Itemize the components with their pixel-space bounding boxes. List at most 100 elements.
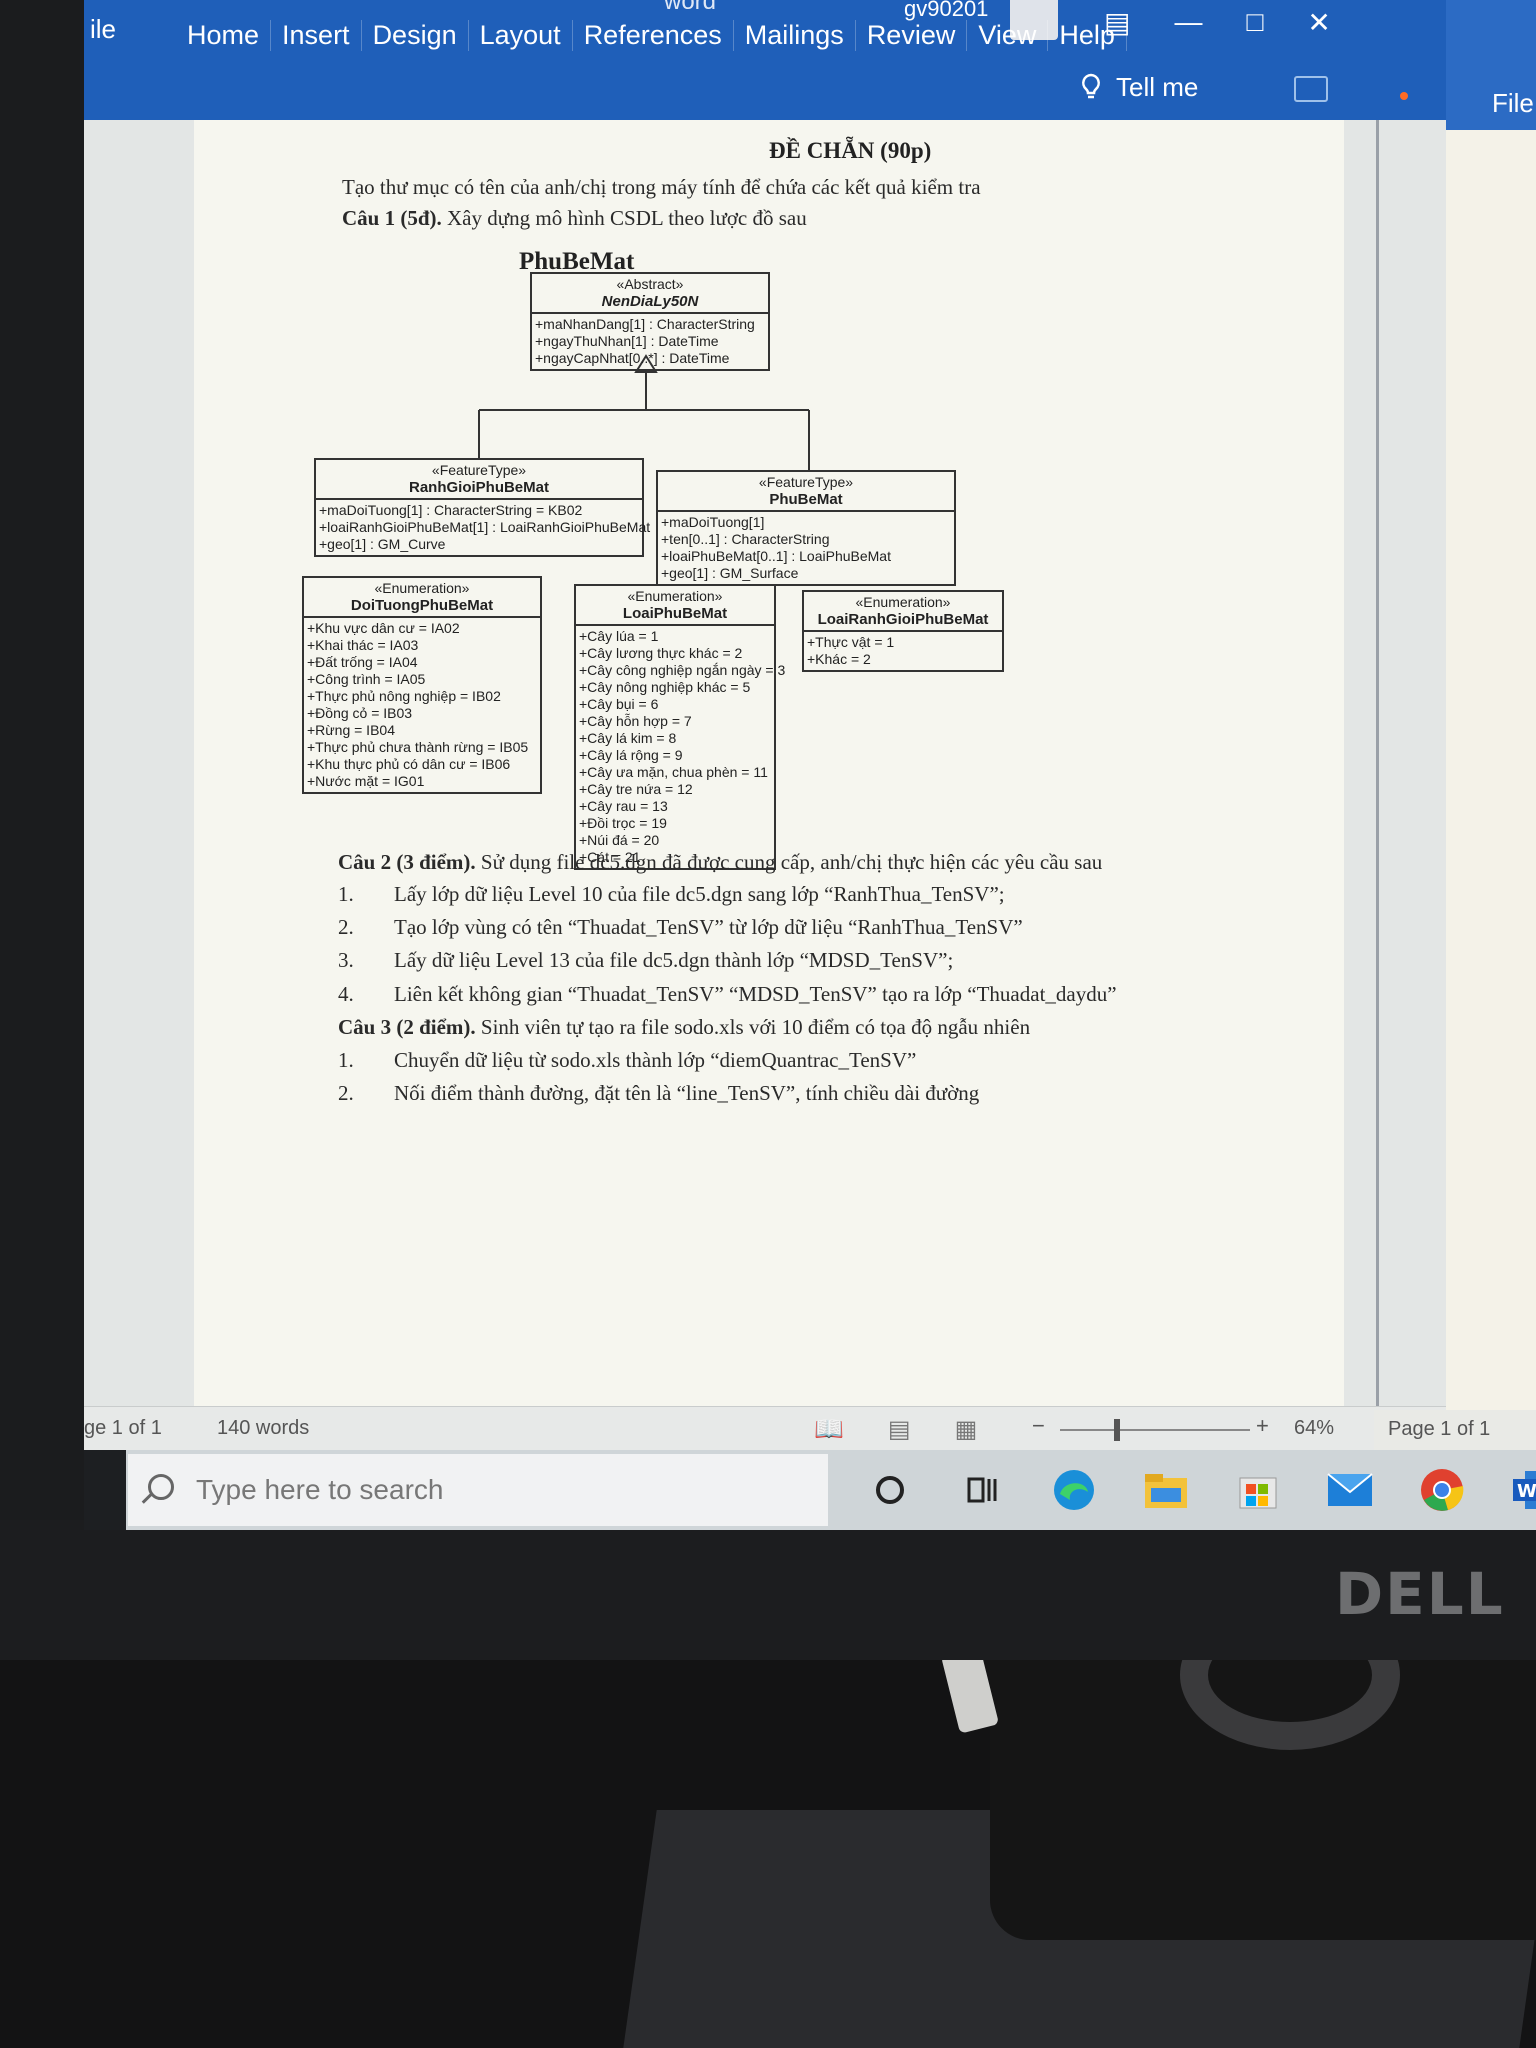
class-name: LoaiPhuBeMat [622,605,728,622]
enum-value: +Thực phủ nông nghiệp = IB02 [307,688,501,704]
start-button[interactable] [84,1450,126,1530]
file-explorer-icon[interactable] [1120,1450,1212,1530]
attribute: +geo[1] : GM_Curve [319,536,446,552]
screen: ile word gv90201 Home Insert Design Layo… [84,0,1536,1530]
monitor-bezel-left [0,0,90,1640]
zoom-slider[interactable] [1060,1429,1250,1431]
second-window-ribbon [1446,0,1536,130]
enum-value: +Cây lá kim = 8 [579,730,677,746]
second-window-page-count: Page 1 of 1 [1374,1410,1536,1450]
class-name: PhuBeMat [769,491,843,508]
list-text: Lấy dữ liệu Level 13 của file dc5.dgn th… [394,948,954,972]
comment-icon[interactable] [1294,76,1328,102]
enum-value: +Đồng cỏ = IB03 [307,705,413,721]
edge-icon[interactable] [1028,1450,1120,1530]
list-number: 4. [338,982,354,1006]
zoom-level[interactable]: 64% [1294,1417,1335,1439]
tab-references[interactable]: References [573,20,734,51]
list-item: 3. Lấy dữ liệu Level 13 của file dc5.dgn … [338,948,953,973]
mail-icon[interactable] [1304,1450,1396,1530]
chrome-icon[interactable] [1396,1450,1488,1530]
document-canvas: ĐỀ CHẴN (90p) Tạo thư mục có tên của anh… [84,120,1446,1445]
web-layout-icon[interactable]: ▦ [954,1416,978,1443]
status-bar: ge 1 of 1 140 words 📖 ▤ ▦ − + 64% [84,1406,1446,1450]
enum-value: +Đất trống = IA04 [307,654,418,670]
print-layout-icon[interactable]: ▤ [887,1416,911,1443]
enum-value: +Khu thực phủ có dân cư = IB06 [307,756,511,772]
page-count[interactable]: ge 1 of 1 [84,1417,162,1439]
enum-value: +Cây hỗn hợp = 7 [579,713,692,729]
user-name[interactable]: gv90201 [904,0,989,21]
second-window-tab-file[interactable]: File [1492,88,1534,118]
enum-value: +Cát = 21 [579,849,641,865]
word-count[interactable]: 140 words [217,1417,310,1439]
tab-file[interactable]: ile [90,14,117,44]
svg-text:W: W [1517,1481,1536,1502]
enum-value: +Đồi trọc = 19 [579,815,667,831]
avatar[interactable] [1010,0,1058,40]
attribute: +maNhanDang[1] : CharacterString [535,316,755,332]
enum-value: +Thực phủ chưa thành rừng = IB05 [307,739,529,755]
list-item: 2.Tạo lớp vùng có tên “Thuadat_TenSV” từ… [338,915,1023,940]
maximize-icon[interactable]: □ [1246,6,1264,37]
zoom-out-button[interactable]: − [1032,1413,1045,1438]
word-icon[interactable]: W [1488,1450,1536,1530]
search-icon [148,1474,174,1500]
class-phubemat: «FeatureType»PhuBeMat +maDoiTuong[1] +te… [656,470,956,586]
stereotype-label: «Enumeration» [627,588,723,604]
enum-value: +Cây bụi = 6 [579,696,659,712]
tell-me-box[interactable]: Tell me [1080,72,1198,103]
attribute: +loaiPhuBeMat[0..1] : LoaiPhuBeMat [661,548,891,564]
close-icon[interactable]: ✕ [1307,7,1331,38]
enum-value: +Cây rau = 13 [579,798,668,814]
list-text: Liên kết không gian “Thuadat_TenSV” “MDS… [394,982,1117,1006]
list-number: 1. [338,882,354,906]
cortana-icon[interactable] [844,1450,936,1530]
document-page[interactable]: ĐỀ CHẴN (90p) Tạo thư mục có tên của anh… [194,120,1344,1445]
tab-design[interactable]: Design [362,20,469,51]
class-name: NenDiaLy50N [601,293,699,310]
enum-value: +Nước mặt = IG01 [307,773,425,789]
list-number: 3. [338,948,354,972]
attribute: +geo[1] : GM_Surface [661,565,799,581]
list-text: Chuyển dữ liệu từ sodo.xls thành lớp “di… [394,1048,917,1072]
notification-dot [1400,92,1408,100]
list-item: 1. Chuyển dữ liệu từ sodo.xls thành lớp “… [338,1048,916,1073]
view-buttons: 📖 ▤ ▦ [814,1415,977,1444]
enum-value: +Khác = 2 [807,651,871,667]
stereotype-label: «Abstract» [616,276,684,292]
enum-value: +Cây lương thực khác = 2 [579,645,743,661]
tell-me-label: Tell me [1116,72,1199,102]
tab-insert[interactable]: Insert [271,20,362,51]
enum-value: +Khu vực dân cư = IA02 [307,620,460,636]
enum-value: +Cây lá rộng = 9 [579,747,683,763]
attribute: +ten[0..1] : CharacterString [661,531,830,547]
ribbon-display-icon[interactable]: ▤ [1104,7,1131,38]
list-text: Tạo lớp vùng có tên “Thuadat_TenSV” từ l… [394,915,1023,939]
list-number: 1. [338,1048,354,1072]
zoom-in-button[interactable]: + [1256,1413,1269,1438]
enum-value: +Núi đá = 20 [579,832,660,848]
minimize-icon[interactable]: — [1174,6,1203,37]
enum-doituongphubemat: «Enumeration»DoiTuongPhuBeMat +Khu vực d… [302,576,542,794]
enum-loaiphubemat: «Enumeration»LoaiPhuBeMat +Cây lúa = 1 +… [574,584,785,870]
tab-help[interactable]: Help [1048,20,1127,51]
read-mode-icon[interactable]: 📖 [814,1416,844,1443]
task-view-icon[interactable] [936,1450,1028,1530]
search-placeholder: Type here to search [196,1474,444,1505]
enum-value: +Cây lúa = 1 [579,628,659,644]
zoom-slider-thumb[interactable] [1114,1419,1120,1441]
tab-mailings[interactable]: Mailings [734,20,856,51]
tab-review[interactable]: Review [856,20,968,51]
class-name: LoaiRanhGioiPhuBeMat [817,611,989,628]
tab-view[interactable]: View [967,20,1049,51]
tab-home[interactable]: Home [176,20,272,51]
tab-layout[interactable]: Layout [469,20,573,51]
question-3-text: Sinh viên tự tạo ra file sodo.xls với 10… [475,1015,1031,1039]
store-icon[interactable] [1212,1450,1304,1530]
attribute: +loaiRanhGioiPhuBeMat[1] : LoaiRanhGioiP… [319,519,651,535]
taskbar-search[interactable]: Type here to search [128,1454,828,1526]
document-title: word [664,0,717,15]
list-item: 4. Liên kết không gian “Thuadat_TenSV” “M… [338,982,1117,1007]
